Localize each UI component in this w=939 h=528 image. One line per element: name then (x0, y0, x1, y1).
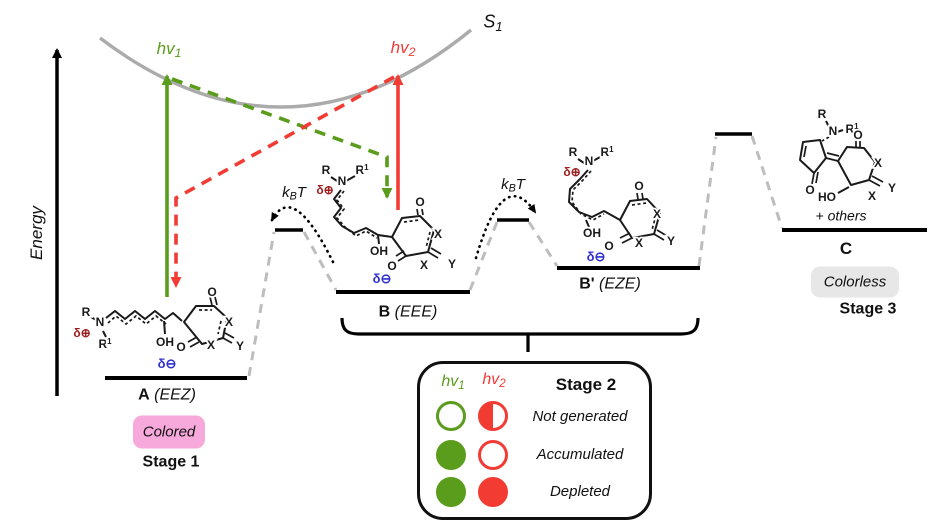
kbt-arc-2 (474, 194, 537, 260)
atom-label: O (604, 239, 613, 253)
legend-row-label: Not generated (532, 408, 628, 426)
s1-label: S1 (483, 11, 503, 34)
atom-label: O (853, 128, 862, 142)
atom-label: HO (818, 190, 836, 204)
state-b-label: B (EEE) (378, 303, 438, 321)
atom-label: R (322, 163, 331, 177)
molecule-a: R N R1 δ⊕ OH O O X X Y δ⊖ (72, 283, 246, 372)
atom-label: O (387, 259, 396, 273)
stage3-label: Stage 3 (839, 300, 897, 318)
atom-label: O (415, 195, 424, 209)
state-b-prime-label: B' (EZE) (579, 275, 641, 293)
energy-axis-label: Energy (27, 206, 47, 260)
atom-label: R1 (845, 122, 859, 136)
atom-label: O (207, 285, 216, 299)
atom-label: Y (448, 257, 456, 271)
stage1-label: Stage 1 (142, 453, 200, 471)
delta-plus-label: δ⊕ (73, 326, 90, 340)
atom-label: N (829, 124, 838, 138)
atom-label: X (635, 236, 643, 250)
atom-label: N (585, 154, 594, 168)
legend-circle-hv2-filled (478, 477, 508, 507)
atom-label: Y (888, 181, 896, 195)
hv1-relaxation-arrow (171, 77, 393, 199)
level-connectors (247, 135, 784, 377)
legend-hv1-header: hv1 (441, 373, 465, 392)
atom-label: Y (667, 234, 675, 248)
atom-label: R (569, 145, 578, 159)
atom-label: OH (156, 335, 174, 349)
atom-label: R1 (355, 163, 369, 177)
colored-badge: Colored (133, 415, 205, 449)
atom-label: X (225, 315, 233, 329)
atom-label: N (96, 315, 105, 329)
kbt-label-2: kBT (501, 175, 525, 195)
hv1-label: hv1 (156, 39, 182, 61)
molecule-b-prime: R N R1 δ⊕ OH O X X Y O δ⊖ (562, 143, 677, 265)
atom-label: Y (236, 339, 244, 353)
atom-label: X (868, 189, 876, 203)
plus-others-label: + others (815, 207, 867, 224)
colorless-badge: Colorless (811, 266, 899, 298)
legend-circle-hv1-filled (436, 477, 466, 507)
legend-circle-hv1-filled (436, 440, 466, 470)
delta-plus-label: δ⊕ (316, 183, 333, 197)
delta-minus-label: δ⊖ (587, 249, 606, 264)
atom-label: N (338, 174, 347, 188)
legend-hv2-header: hv2 (482, 371, 506, 390)
legend-circle-hv1-empty (436, 401, 466, 431)
hv2-label: hv2 (390, 38, 416, 60)
delta-minus-label: δ⊖ (373, 271, 392, 286)
legend-circle-hv2-half-filled (478, 401, 508, 431)
legend-title: Stage 2 (555, 375, 617, 395)
delta-plus-label: δ⊕ (563, 165, 580, 179)
legend-circle-hv2-empty (478, 440, 508, 470)
state-c-label: C (839, 239, 853, 259)
atom-label: R (818, 107, 827, 121)
atom-label: OH (370, 244, 388, 258)
atom-label: R1 (98, 337, 112, 351)
atom-label: O (805, 183, 814, 197)
atom-label: O (176, 340, 185, 354)
molecule-c: R N R1 O O X X Y HO (799, 105, 898, 206)
state-levels (105, 132, 927, 380)
atom-label: R1 (600, 145, 614, 159)
state-a-label: A (EEZ) (138, 386, 196, 404)
atom-label: X (653, 207, 661, 221)
kbt-label-1: kBT (282, 183, 306, 203)
atom-label: X (434, 227, 442, 241)
molecule-b: R N R1 δ⊕ OH O X X Y O δ⊖ (315, 161, 458, 287)
atom-label: R (82, 305, 91, 319)
s1-curve (98, 28, 473, 109)
atom-label: O (634, 179, 643, 193)
legend-row-label: Accumulated (536, 446, 624, 464)
kbt-arc-1 (270, 206, 335, 264)
stage2-brace (340, 317, 700, 352)
legend-row-label: Depleted (549, 483, 611, 501)
atom-label: OH (583, 226, 601, 240)
delta-minus-label: δ⊖ (158, 356, 177, 371)
atom-label: X (874, 156, 882, 170)
atom-label: X (420, 258, 428, 272)
hv2-relaxation-arrow (170, 75, 395, 288)
atom-label: X (207, 338, 215, 352)
